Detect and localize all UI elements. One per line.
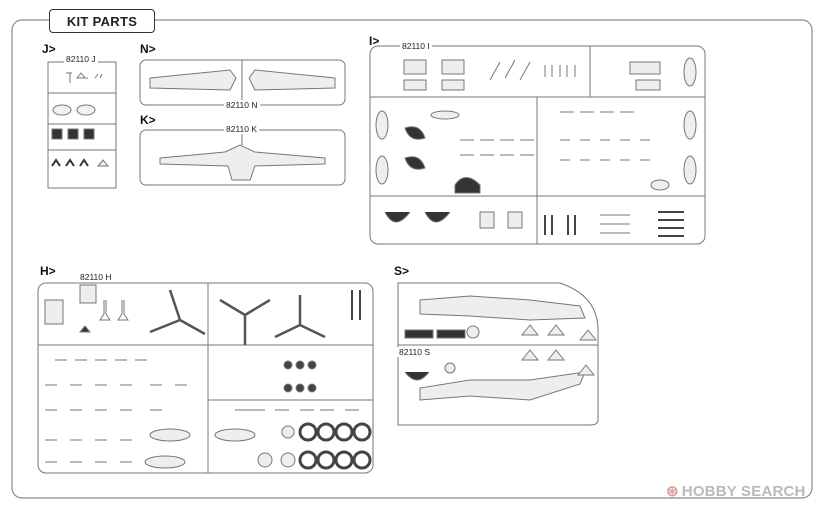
- part-number-k: 82110 K: [224, 124, 260, 134]
- sprue-k: [139, 129, 346, 186]
- part-number-s: 82110 S: [397, 347, 433, 357]
- part-number-n: 82110 N: [224, 100, 260, 110]
- part-number-i: 82110 I: [400, 41, 432, 51]
- hobby-search-logo-icon: ⊛: [666, 483, 679, 500]
- sprue-label-n: N>: [140, 42, 156, 56]
- sprue-h: [37, 282, 374, 474]
- outer-frame: [11, 19, 813, 499]
- sprue-label-h: H>: [40, 264, 56, 278]
- sprue-n: [139, 59, 346, 106]
- sprue-label-k: K>: [140, 113, 156, 127]
- sprue-label-s: S>: [394, 264, 410, 278]
- sprue-s: [397, 282, 599, 426]
- part-number-j: 82110 J: [64, 54, 98, 64]
- sprue-label-i: I>: [369, 34, 380, 48]
- sprue-i: [369, 45, 706, 245]
- page-title: KIT PARTS: [49, 9, 155, 33]
- part-number-h: 82110 H: [78, 272, 114, 282]
- watermark: ⊛HOBBY SEARCH: [666, 482, 806, 500]
- sprue-label-j: J>: [42, 42, 56, 56]
- sprue-j: [47, 61, 117, 189]
- watermark-text: HOBBY SEARCH: [681, 483, 806, 500]
